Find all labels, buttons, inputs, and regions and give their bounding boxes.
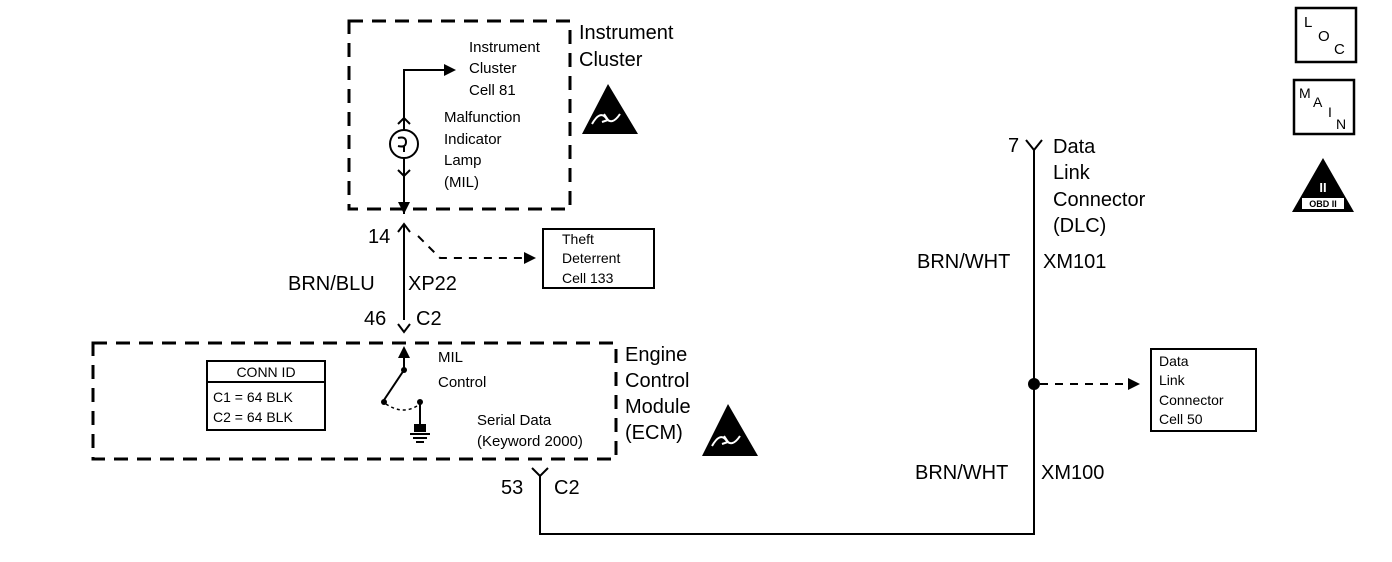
obd-ii-icon[interactable]: II OBD II [1292, 158, 1354, 212]
svg-text:C: C [1334, 41, 1345, 58]
mil-lamp-label-4: (MIL) [444, 174, 479, 191]
cluster-down-arrowhead [398, 202, 410, 214]
mil-switch-blade [383, 369, 405, 401]
serial-connector: C2 [554, 477, 580, 499]
mil-lamp-icon [389, 129, 419, 159]
dlc-pin: 7 [1008, 135, 1019, 157]
cluster-ref-arrow [403, 69, 444, 118]
mil-pin-cluster: 14 [368, 226, 390, 248]
lamp-filament [397, 136, 408, 152]
dlc-upper-wire-color: BRN/WHT [917, 251, 1010, 273]
connector-c2-upper-symbol [397, 323, 411, 334]
instrument-cluster-boundary [347, 19, 572, 211]
dlc-ref-line-4: Cell 50 [1159, 411, 1203, 427]
mil-wire-color: BRN/BLU [288, 273, 375, 295]
ecm-title-1: Engine [625, 344, 687, 366]
ecm-title-2: Control [625, 370, 689, 392]
serial-data-label-2: (Keyword 2000) [477, 433, 583, 450]
dlc-title-2: Link [1053, 162, 1091, 184]
cluster-ref-line-1: Instrument [469, 39, 541, 56]
serial-pin: 53 [501, 477, 523, 499]
mil-control-label-2: Control [438, 374, 486, 391]
svg-text:II: II [1319, 180, 1326, 195]
svg-text:A: A [1313, 94, 1323, 110]
dlc-title-4: (DLC) [1053, 215, 1106, 237]
mil-control-label-1: MIL [438, 349, 463, 366]
conn-id-row-2: C2 = 64 BLK [213, 409, 293, 425]
ecm-title-3: Module [625, 396, 691, 418]
mil-lamp-label-3: Lamp [444, 152, 482, 169]
splice-dot [1028, 378, 1040, 390]
cluster-ref-arrowhead [444, 64, 456, 76]
svg-text:I: I [1328, 104, 1332, 120]
dlc-title-1: Data [1053, 136, 1096, 158]
instrument-cluster-title-2: Cluster [579, 49, 643, 71]
mil-pin-ecm: 46 [364, 308, 386, 330]
dlc-lower-connector: XM100 [1041, 462, 1104, 484]
esd-warning-icon [702, 404, 758, 456]
serial-data-wire [539, 150, 1035, 535]
mil-wire-connector: XP22 [408, 273, 457, 295]
mil-lamp-label-2: Indicator [444, 131, 502, 148]
svg-text:O: O [1318, 28, 1330, 45]
conn-id-row-1: C1 = 64 BLK [213, 389, 293, 405]
ecm-title-4: (ECM) [625, 422, 683, 444]
theft-line-2: Deterrent [562, 250, 620, 266]
svg-text:M: M [1299, 85, 1311, 101]
conn-id-table [206, 360, 326, 431]
svg-text:N: N [1336, 116, 1346, 132]
mil-ecm-connector: C2 [416, 308, 442, 330]
mil-switch-top-arrow [398, 346, 410, 358]
main-icon[interactable]: M A I N [1292, 78, 1356, 136]
dlc-connector-symbol [1025, 139, 1043, 152]
conn-id-header: CONN ID [236, 364, 295, 380]
theft-ref-dashed-line [417, 235, 524, 259]
theft-line-3: Cell 133 [562, 270, 614, 286]
dlc-ref-box [1150, 348, 1257, 432]
loc-icon[interactable]: L O C [1294, 6, 1358, 64]
dlc-lower-wire-color: BRN/WHT [915, 462, 1008, 484]
cluster-ref-line-2: Cluster [469, 60, 517, 77]
mil-lamp-label-1: Malfunction [444, 109, 521, 126]
svg-text:OBD II: OBD II [1309, 199, 1337, 209]
serial-data-label-1: Serial Data [477, 412, 552, 429]
mil-switch-dotted-link [385, 403, 421, 411]
dlc-title-3: Connector [1053, 189, 1146, 211]
dlc-upper-connector: XM101 [1043, 251, 1106, 273]
theft-ref-arrowhead [524, 252, 536, 264]
theft-line-1: Theft [562, 231, 594, 247]
dlc-ref-line-1: Data [1159, 353, 1189, 369]
dlc-ref-line-3: Connector [1159, 392, 1224, 408]
instrument-cluster-title-1: Instrument [579, 22, 674, 44]
cluster-ref-line-3: Cell 81 [469, 82, 516, 99]
esd-warning-icon [582, 84, 638, 134]
connector-c2-lower-symbol [531, 467, 549, 478]
ecm-boundary [91, 341, 618, 461]
mil-switch-pivot [381, 399, 387, 405]
theft-deterrent-box [542, 228, 655, 289]
dlc-ref-arrowhead [1128, 378, 1140, 390]
dlc-ref-line-2: Link [1159, 372, 1186, 388]
ground-icon [410, 424, 430, 443]
svg-text:L: L [1304, 14, 1312, 31]
